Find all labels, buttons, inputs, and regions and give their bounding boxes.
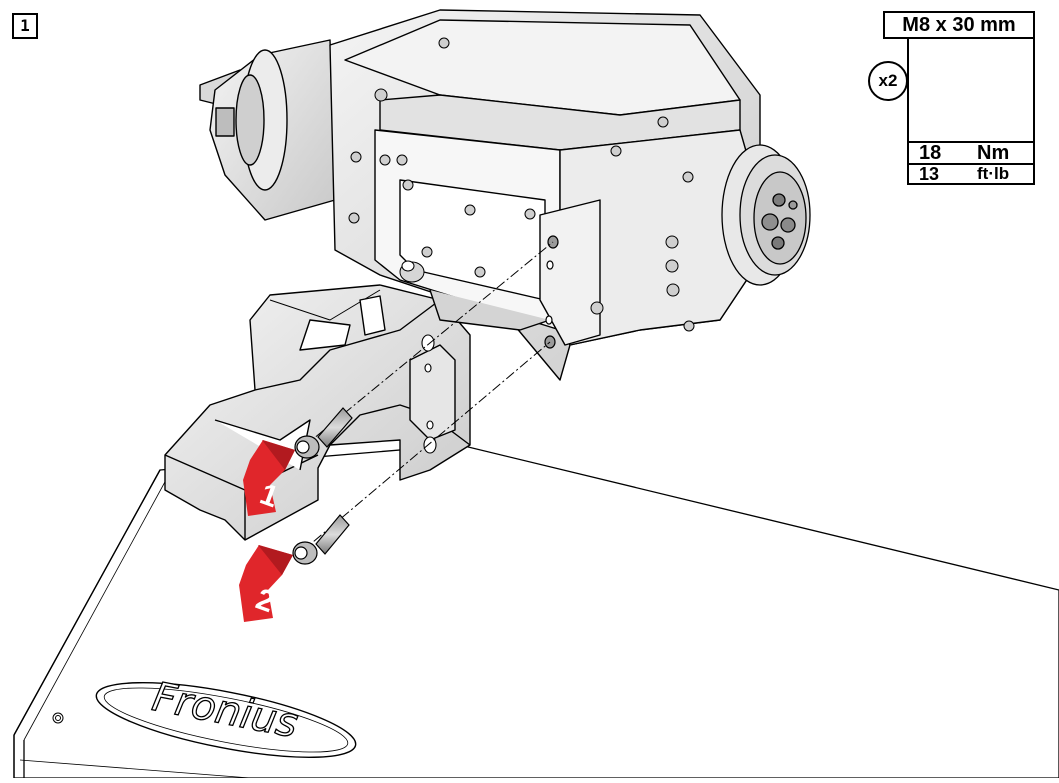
screw-size-label: M8 x 30 mm: [883, 11, 1035, 39]
callout-arrow-2: [239, 545, 293, 622]
torque-nm-row: 18 Nm: [907, 141, 1035, 165]
screw-image-cell: [907, 37, 1035, 143]
bolt-1: [294, 407, 353, 459]
callout-arrow-1: [243, 440, 295, 516]
unit-screws: [348, 37, 695, 332]
housing-screw: [52, 712, 64, 724]
step-number: 1: [12, 13, 38, 39]
bolt-2: [292, 514, 350, 565]
quantity-badge: x2: [868, 61, 908, 101]
fastener-spec-table: M8 x 30 mm 18 Nm 13 ft·lb: [883, 11, 1035, 185]
torque-ftlb-row: 13 ft·lb: [907, 163, 1035, 185]
drive-unit: [199, 9, 761, 381]
torch-connector: [721, 144, 811, 286]
torque-ftlb-unit: ft·lb: [977, 164, 1010, 183]
torque-nm-unit: Nm: [977, 142, 1010, 164]
fronius-logo: [95, 682, 357, 758]
bracket-holes: [421, 334, 437, 454]
torque-nm-value: 18: [919, 142, 942, 164]
grease-nipple: [399, 260, 425, 283]
torque-ftlb-value: 13: [919, 164, 940, 184]
